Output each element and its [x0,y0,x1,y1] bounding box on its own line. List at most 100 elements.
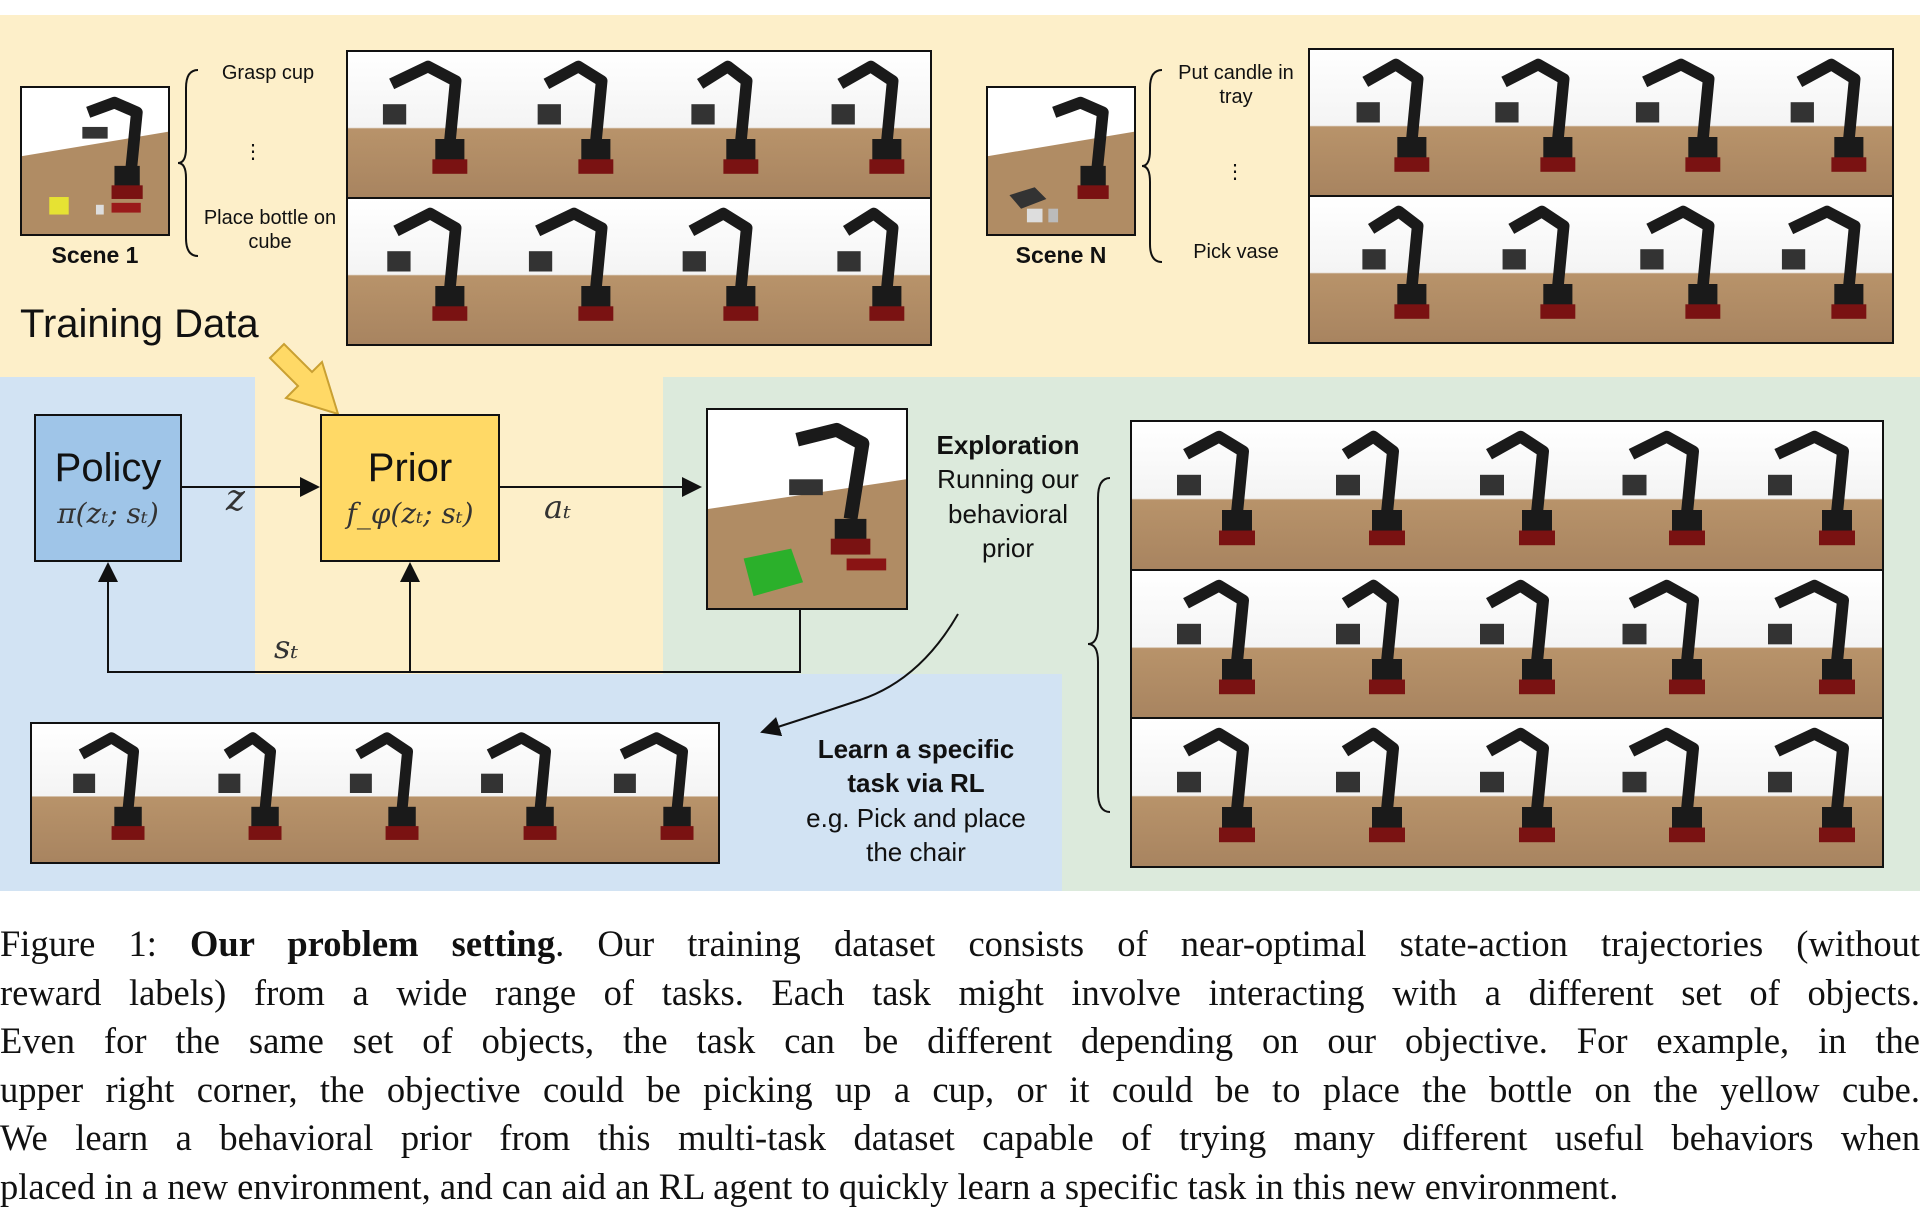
policy-box: Policy π(zₜ; sₜ) [34,414,182,562]
exploration-trajectories [1130,420,1884,868]
scene1-task-1: Grasp cup [221,62,315,84]
s-label: sₜ [274,628,299,666]
frame-image [1132,570,1282,718]
learn-line-2: the chair [866,836,966,867]
exploration-text: Exploration Running our behavioral prior [914,428,1102,565]
prior-label: Prior [367,446,453,490]
exploration-line-3: prior [981,532,1034,563]
frame-image [32,724,170,862]
robot-arm-sketch [836,207,904,321]
frame-image [1601,197,1747,342]
robot-arm-image [988,88,1134,234]
sceneN-thumbnail [986,86,1136,236]
robot-arm-sketch [1622,430,1705,546]
training-arrow [268,342,340,416]
robot-arm-sketch [1480,430,1555,546]
robot-arm-sketch [1790,58,1866,172]
prior-formula: f_φ(zₜ; sₜ) [346,497,474,530]
caption-line-1: Figure 1: Our problem setting. Our train… [0,920,1920,969]
sceneN-brace [1141,69,1163,263]
robot-arm-sketch [73,732,145,840]
robot-arm-sketch [1494,58,1575,172]
frame-image [443,724,581,862]
robot-arm-sketch [1177,579,1255,694]
training-data-title: Training Data [20,302,259,346]
robot-arm-sketch [1640,205,1721,319]
robot-arm-sketch [480,732,557,840]
robot-arm-sketch [382,60,468,174]
frame-image [306,724,444,862]
caption-line-2: reward labels) from a wide range of task… [0,971,1920,1013]
exploration-scene-image [706,408,908,610]
frame-image [580,724,719,862]
a-label: aₜ [544,488,571,526]
frame-image [493,199,639,344]
frame-image [1282,422,1432,569]
learn-text: Learn a specific task via RL e.g. Pick a… [770,732,1062,869]
frame-image [784,199,930,344]
frame-image [1746,50,1892,195]
robot-arm-sketch [528,207,613,321]
sceneN-task-1: Put candle in tray [1178,62,1294,108]
frame-image [1582,719,1732,867]
frame-image [1582,422,1732,569]
rl-trajectory [30,722,720,864]
frame-image [1132,719,1282,867]
flow-arrows [98,477,801,673]
frame-image [1455,197,1601,342]
frame-image [1746,197,1892,342]
policy-label: Policy [54,446,162,490]
z-label: z [226,478,245,519]
exploration-line-2: behavioral [948,498,1068,529]
robot-arm-sketch [613,732,694,840]
frame-image [1310,197,1456,342]
frame-image [1455,50,1601,195]
caption-bold: Our problem setting [190,923,556,964]
robot-arm-sketch [387,207,468,321]
scene1-brace [177,69,199,257]
frame-image [1132,422,1282,569]
robot-arm-sketch [537,60,613,174]
exploration-title: Exploration [936,430,1080,460]
caption-line-6: placed in a new environment, and can aid… [0,1165,1619,1207]
scene1-label: Scene 1 [51,242,139,268]
caption-label: Figure 1: [0,923,157,964]
sceneN-label: Scene N [1015,242,1107,268]
robot-arm-sketch [682,207,759,321]
robot-arm-sketch [1768,430,1855,546]
caption-line-3: Even for the same set of objects, the ta… [0,1020,1920,1061]
robot-arm-sketch [350,732,419,840]
frame-image [1732,719,1882,867]
frame-image [1601,50,1747,195]
policy-formula: π(zₜ; sₜ) [57,497,159,530]
scene1-trajectories [346,50,932,346]
robot-arm-sketch [1622,728,1705,843]
robot-arm-sketch [1781,205,1866,319]
caption-line-4: upper right corner, the objective could … [0,1068,1920,1110]
exploration-brace [1087,477,1111,813]
robot-arm-sketch [1480,728,1555,843]
frame-image [1732,570,1882,718]
frame-image [1432,570,1582,718]
robot-arm-sketch [1336,579,1405,694]
robot-arm-sketch [1177,728,1255,843]
frame-image [169,724,307,862]
frame-image [348,199,494,344]
frame-image [639,52,785,197]
robot-arm-sketch [1336,430,1405,546]
robot-arm-sketch [1362,205,1430,319]
frame-image [1310,50,1456,195]
frame-image [493,52,639,197]
frame-image [348,52,494,197]
robot-arm-sketch [1480,579,1555,694]
robot-arm-sketch [1635,58,1721,172]
learn-line-1: e.g. Pick and place [806,802,1026,833]
robot-arm-sketch [218,732,282,840]
scene1-thumbnail [20,86,170,236]
frame-image [639,199,785,344]
frame-image [1282,570,1432,718]
robot-arm-sketch [1177,430,1255,546]
robot-arm-sketch [831,60,904,174]
robot-arm-sketch [691,60,759,174]
learn-title-line-2: task via RL [847,768,985,799]
